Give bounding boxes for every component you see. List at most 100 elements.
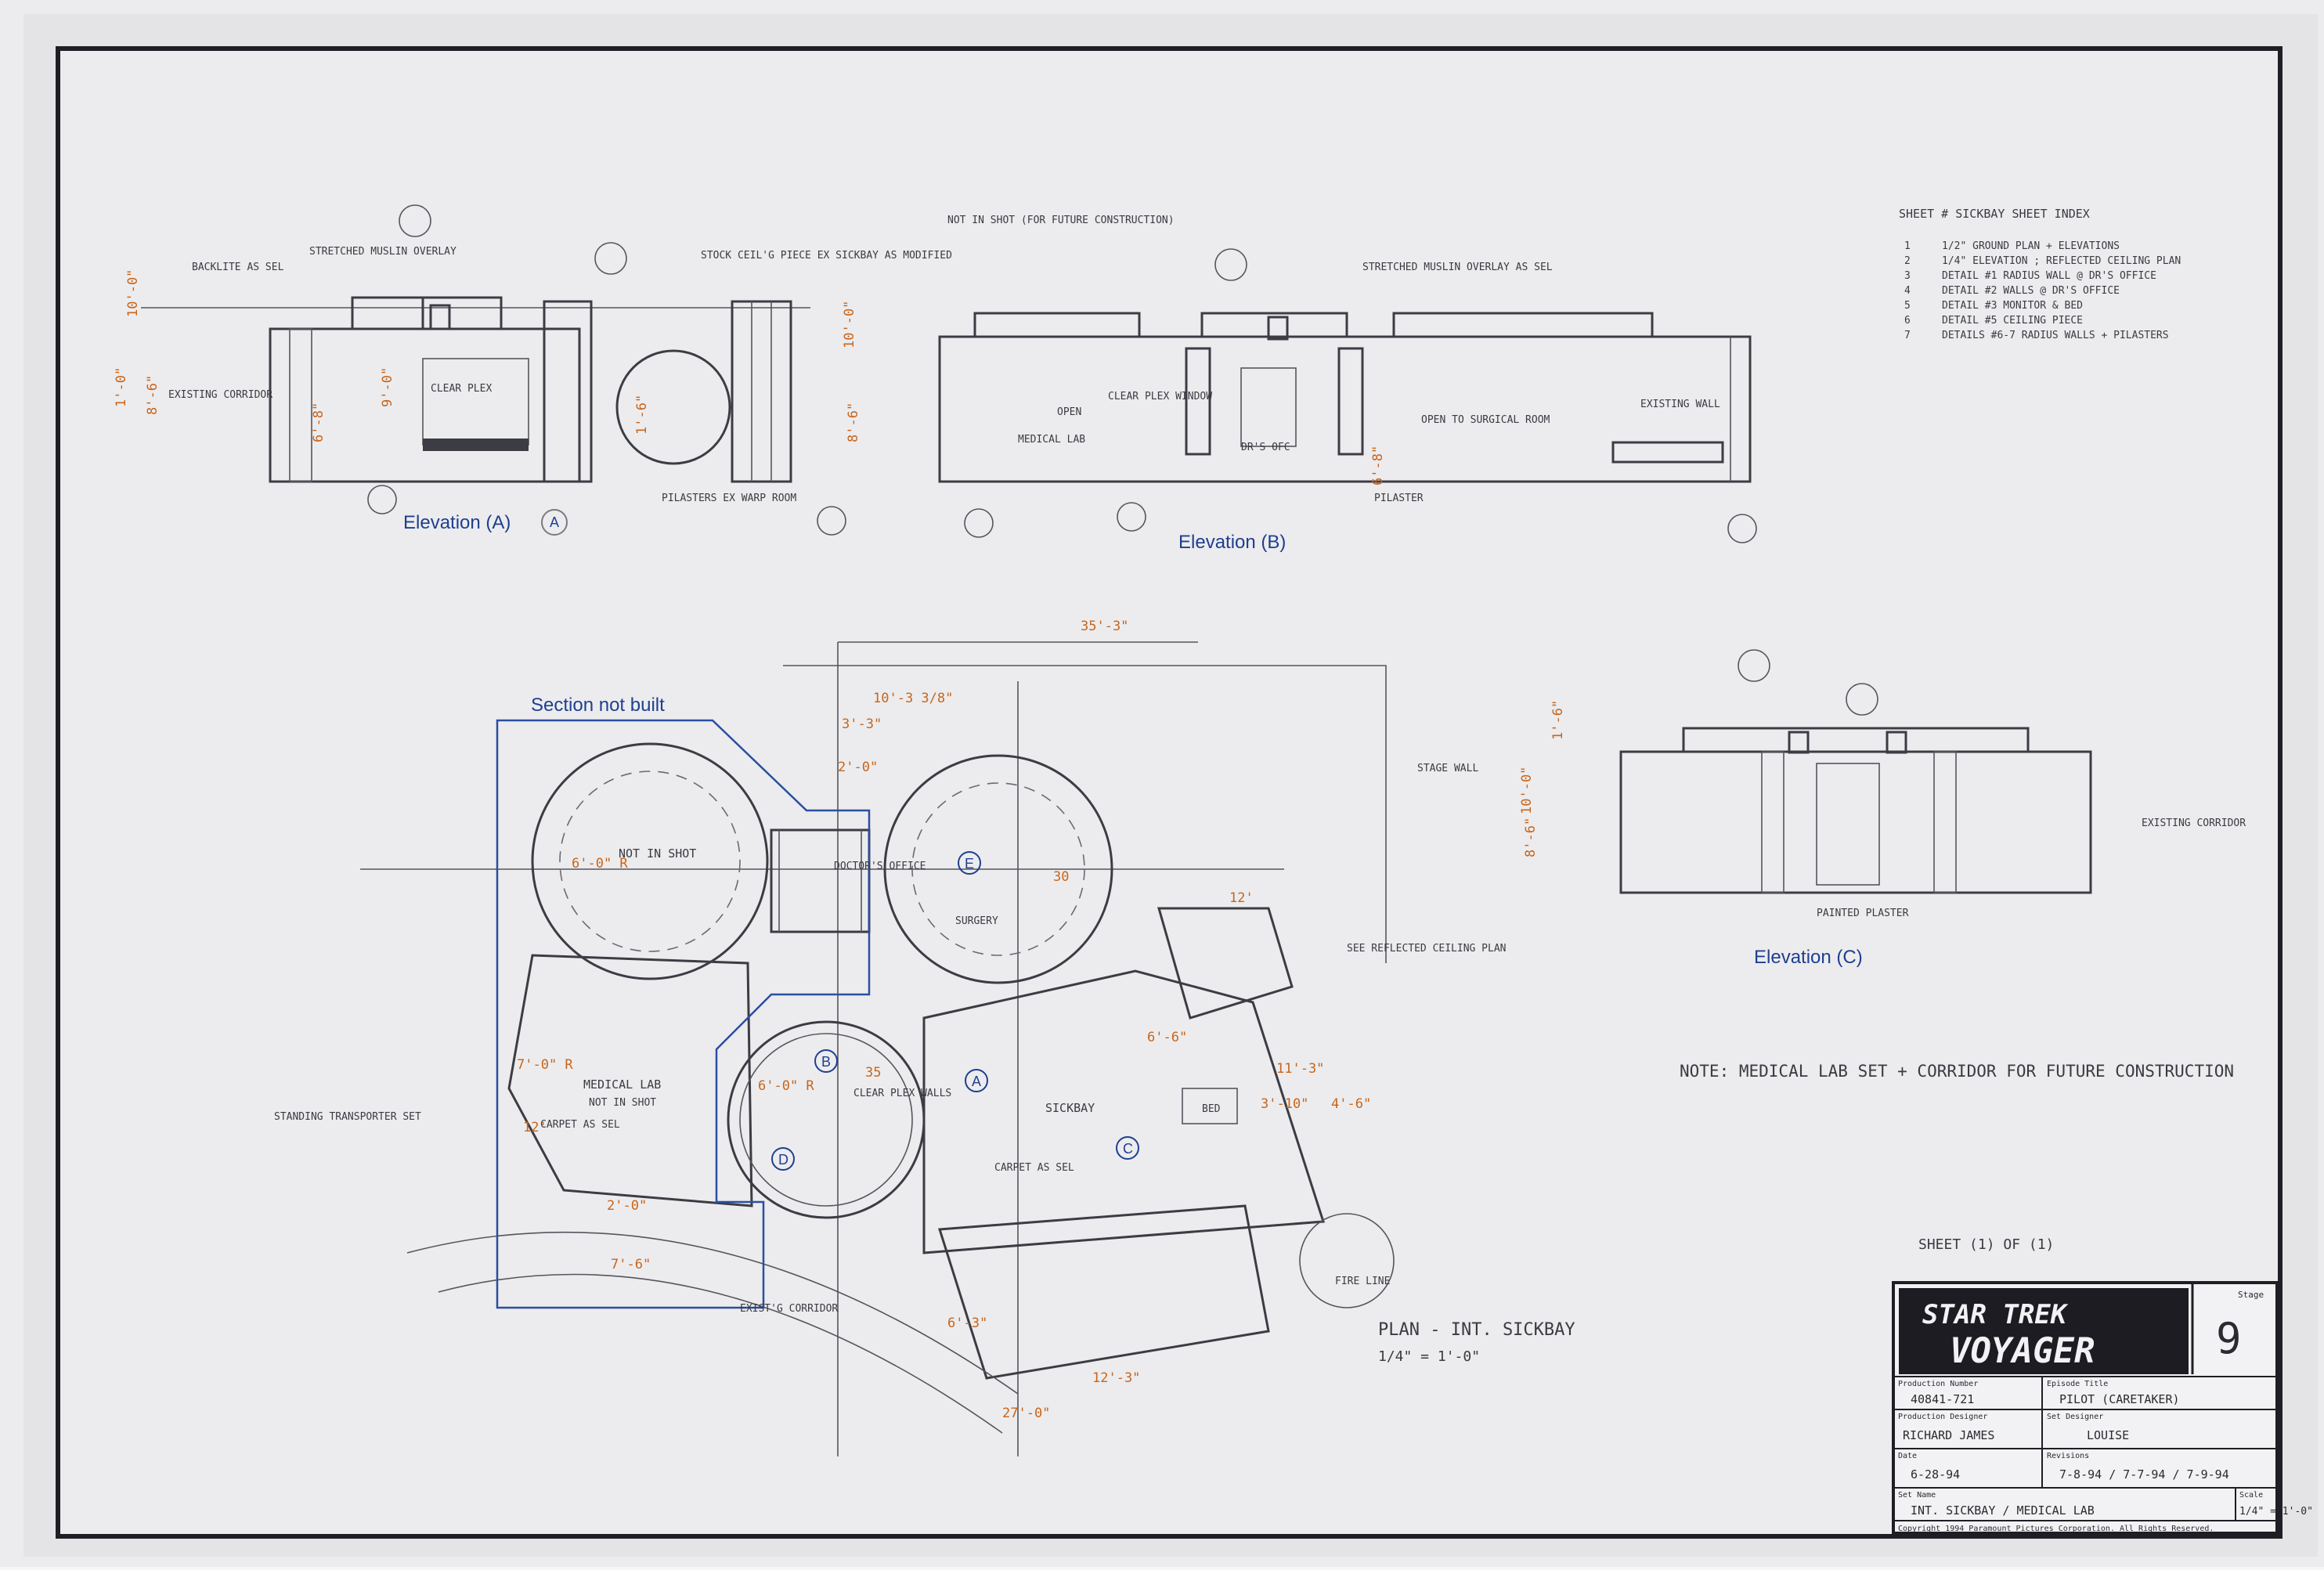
plan-label-existing-corridor: EXIST'G CORRIDOR: [740, 1303, 838, 1315]
plan-circle-b-letter: B: [821, 1054, 831, 1070]
scale-label: Scale: [2239, 1491, 2263, 1500]
elevation-b-detail-bubble-2: [964, 508, 994, 538]
elevation-b-bed: [1611, 441, 1724, 464]
episode-title-label: Episode Title: [2047, 1380, 2108, 1388]
plan-dim-11: 27'-0": [1002, 1406, 1050, 1421]
plan-surgery-room: [883, 754, 1113, 984]
plan-existing-corridor-arc: [406, 1231, 1019, 1395]
elev-a-dim-5: 1'-6": [634, 395, 650, 435]
elev-c-note-0: EXISTING CORRIDOR: [2142, 817, 2246, 829]
elevation-a-pilaster-right: [543, 300, 593, 483]
elevation-c-notch-2: [1886, 731, 1907, 754]
elev-a-dim-3: 9'-0": [380, 367, 395, 407]
elevation-b-header-right: [1392, 312, 1654, 338]
elev-a-dim-2: 8'-6": [145, 375, 161, 415]
elevation-a-detail-bubble-2: [594, 242, 627, 275]
plan-dim-2: 3'-3": [842, 716, 882, 732]
elevation-b: NOT IN SHOT (FOR FUTURE CONSTRUCTION) ST…: [842, 215, 1757, 553]
elevation-c-header: [1682, 727, 2030, 753]
revisions-value: 7-8-94 / 7-7-94 / 7-9-94: [2059, 1467, 2229, 1482]
elevation-b-window: [1240, 367, 1297, 447]
plan-label-fire-line: FIRE LINE: [1335, 1276, 1390, 1287]
production-designer-label: Production Designer: [1898, 1413, 1987, 1421]
plan-stage-wall: [783, 665, 1387, 963]
elevation-b-pilaster-1: [1185, 347, 1211, 456]
elevation-a-detail-bubble-3: [367, 485, 397, 514]
sheet-index-number: 4: [1904, 285, 1911, 297]
elev-a-dim-1: 10'-0": [125, 269, 141, 317]
sheet-index-number: 6: [1904, 315, 1911, 327]
elevation-b-label: Elevation (B): [1178, 532, 1286, 553]
elevation-c-pilaster-2: [1933, 751, 1957, 893]
elevation-b-header-left: [973, 312, 1141, 338]
elev-b-note-5: OPEN TO SURGICAL ROOM: [1421, 414, 1550, 426]
plan-label-doctors-office: DOCTOR'S OFFICE: [834, 861, 926, 872]
logo-line-1: STAR TREK: [1922, 1299, 2069, 1330]
elev-a-note-2: STOCK CEIL'G PIECE EX SICKBAY AS MODIFIE…: [701, 250, 952, 262]
plan-sickbay-main: [922, 969, 1326, 1254]
elevation-a: BACKLITE AS SEL STRETCHED MUSLIN OVERLAY…: [114, 204, 952, 536]
production-number-label: Production Number: [1898, 1380, 1978, 1388]
sheet-index-item: 1/4" ELEVATION ; REFLECTED CEILING PLAN: [1942, 255, 2181, 267]
elev-a-dim-4: 6'-8": [311, 402, 327, 442]
sheet-index-item: DETAIL #5 CEILING PIECE: [1942, 315, 2083, 327]
plan-label-stage-wall: STAGE WALL: [1417, 763, 1478, 774]
plan-scale: 1/4" = 1'-0": [1378, 1348, 1480, 1365]
plan-bed: [1182, 1088, 1238, 1124]
elev-b-note-1: STRETCHED MUSLIN OVERLAY AS SEL: [1362, 262, 1553, 273]
elev-c-dim-2: 8'-6": [1523, 817, 1539, 857]
plan-dim-6: 6'-0" R: [758, 1078, 814, 1094]
elevation-a-corridor-wall: [731, 300, 792, 483]
title-block-logo-panel: [1899, 1288, 2189, 1374]
elevation-c-pilaster-1: [1761, 751, 1784, 893]
elevation-b-notch: [1267, 316, 1289, 341]
plan-dim-12: 12'-3": [1092, 1370, 1140, 1386]
plan-title: PLAN - INT. SICKBAY: [1378, 1320, 1575, 1340]
plan-dim-8: 2'-0": [607, 1198, 647, 1214]
plan-label-medical-lab: MEDICAL LAB: [583, 1077, 661, 1092]
production-number: 40841-721: [1911, 1392, 1974, 1406]
sheet-index-item: DETAIL #1 RADIUS WALL @ DR'S OFFICE: [1942, 270, 2156, 282]
elevation-a-round-door: [615, 349, 731, 465]
elevation-c: EXISTING CORRIDOR PAINTED PLASTER 1'-6" …: [1519, 649, 2246, 968]
sheet-index-item: DETAILS #6-7 RADIUS WALLS + PILASTERS: [1942, 330, 2169, 341]
elevation-b-header-mid: [1200, 312, 1348, 338]
plan-medical-lab-ceiling: [559, 771, 741, 952]
plan-dim-7: 12': [523, 1120, 547, 1135]
copyright-line: Copyright 1994 Paramount Pictures Corpor…: [1898, 1525, 2214, 1533]
sheet-index-number: 1: [1904, 240, 1911, 252]
sheet-index-item: 1/2" GROUND PLAN + ELEVATIONS: [1942, 240, 2120, 252]
plan-label-sickbay: SICKBAY: [1045, 1101, 1095, 1115]
plan-dim-13: 30: [1053, 869, 1069, 885]
sheet-index-number: 3: [1904, 270, 1911, 282]
section-not-built-outline: [496, 719, 871, 1309]
plan-medical-lab-round-room: [531, 742, 769, 980]
plan-dim-14: 35: [865, 1065, 881, 1081]
elev-b-note-3: CLEAR PLEX WINDOW: [1108, 391, 1212, 402]
plan-label-standing-transporter: STANDING TRANSPORTER SET: [274, 1111, 421, 1123]
plan-circle-c: C: [1116, 1136, 1139, 1160]
sheet-counter: SHEET (1) OF (1): [1918, 1236, 2054, 1253]
elevation-a-marker: [541, 509, 568, 536]
plan-existing-corridor-arc-2: [438, 1273, 1003, 1434]
plan-circle-a-letter: A: [972, 1074, 981, 1089]
date-label: Date: [1898, 1452, 1917, 1460]
elev-a-note-3: EXISTING CORRIDOR: [168, 389, 272, 401]
elev-a-note-1: STRETCHED MUSLIN OVERLAY: [309, 246, 456, 258]
plan-label-carpet-sickbay: CARPET AS SEL: [994, 1162, 1074, 1174]
plan-dim-4: 6'-0" R: [572, 856, 628, 872]
plan-dim-16: 11'-3": [1276, 1061, 1324, 1077]
set-name-label: Set Name: [1898, 1491, 1936, 1500]
plan-dim-0: 35'-3": [1081, 619, 1128, 634]
elev-a-note-4: CLEAR PLEX: [431, 383, 492, 395]
date-value: 6-28-94: [1911, 1467, 1960, 1482]
plan-label-clear-plex: CLEAR PLEX WALLS: [853, 1088, 951, 1099]
plan-note: NOTE: MEDICAL LAB SET + CORRIDOR FOR FUT…: [1680, 1062, 2234, 1081]
sheet-index-item: DETAIL #3 MONITOR & BED: [1942, 300, 2083, 312]
plan-dim-1: 10'-3 3/8": [873, 691, 953, 706]
elevation-a-console: [423, 439, 529, 451]
elevation-b-pilaster-2: [1337, 347, 1364, 456]
elevation-a-detail-bubble-4: [817, 506, 846, 536]
plan-dim-9: 7'-6": [611, 1257, 651, 1272]
sheet-index-heading: SHEET # SICKBAY SHEET INDEX: [1899, 207, 2090, 221]
